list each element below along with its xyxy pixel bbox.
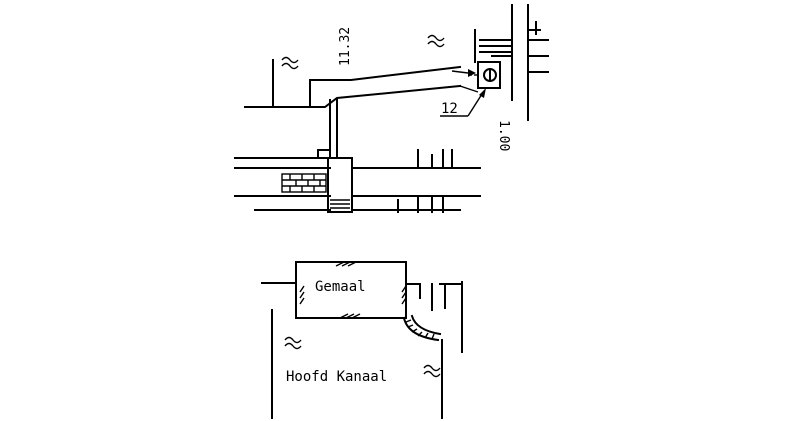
callout-leader bbox=[440, 88, 486, 117]
curved-outlet bbox=[402, 314, 442, 342]
pumping-station bbox=[295, 261, 407, 319]
dike-section bbox=[234, 149, 481, 213]
right-structure bbox=[474, 4, 549, 121]
pumping-station-label: Gemaal bbox=[315, 279, 366, 295]
pipe-connection bbox=[329, 99, 338, 158]
flow-arrow-icon bbox=[451, 69, 476, 77]
callout-label: 12 bbox=[441, 101, 458, 117]
water-sign-icon bbox=[284, 336, 302, 350]
main-canal-banks bbox=[261, 281, 463, 419]
water-sign-icon bbox=[281, 56, 299, 70]
outlet-box bbox=[468, 61, 501, 89]
brick-culvert bbox=[281, 173, 327, 193]
elevation-label: 11.32 bbox=[338, 27, 353, 66]
water-sign-icon bbox=[423, 364, 441, 378]
dike-ticks bbox=[397, 149, 453, 213]
water-sign-icon bbox=[427, 34, 445, 48]
scale-label: 1.00 bbox=[496, 120, 511, 151]
canal-profile bbox=[244, 59, 479, 108]
main-canal-label: Hoofd Kanaal bbox=[286, 369, 387, 385]
